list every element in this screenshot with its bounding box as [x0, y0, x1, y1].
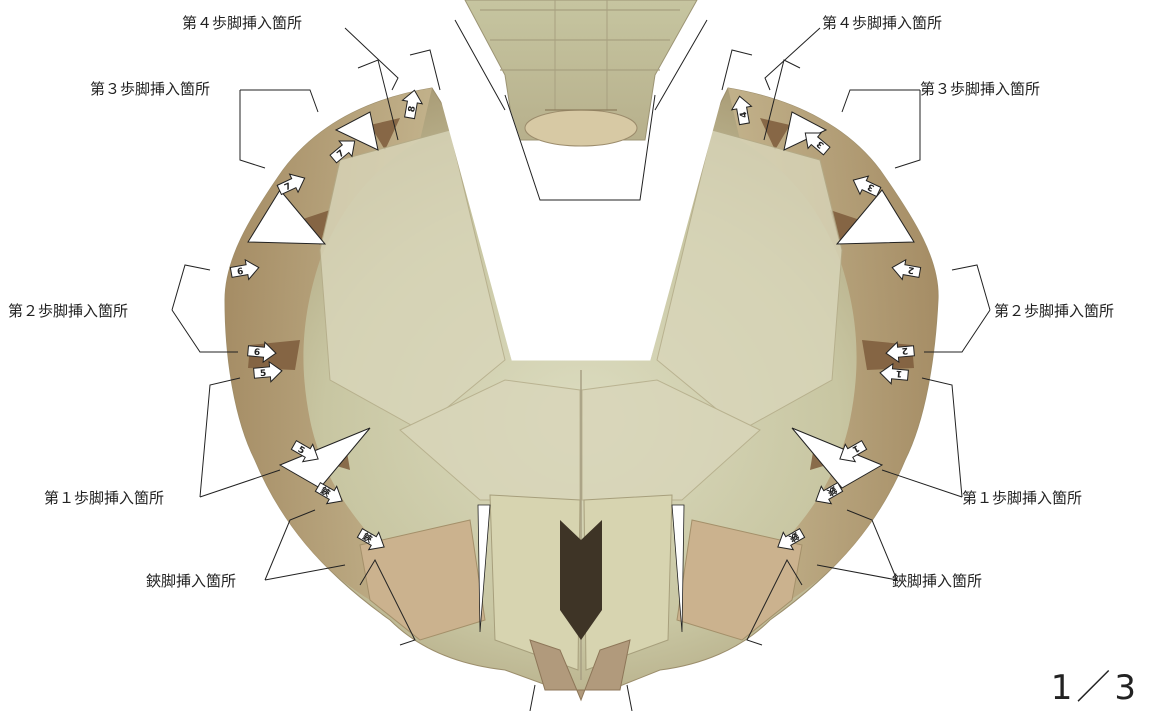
callout-leg1-left: 第１歩脚挿入箇所	[44, 489, 164, 507]
callout-claw-right: 鋏脚挿入箇所	[892, 572, 982, 590]
callout-leg4-left: 第４歩脚挿入箇所	[182, 14, 302, 32]
callout-leg3-left: 第３歩脚挿入箇所	[90, 80, 210, 98]
left-arrow-label: 6	[253, 348, 260, 359]
page-number: 1／3	[1051, 660, 1140, 709]
callout-leg2-left: 第２歩脚挿入箇所	[8, 302, 128, 320]
right-arrow-label: 2	[901, 345, 908, 356]
callout-claw-left: 鋏脚挿入箇所	[146, 572, 236, 590]
right-arrow-label: 1	[896, 368, 903, 379]
callout-leg2-right: 第２歩脚挿入箇所	[994, 302, 1114, 320]
callout-leg4-right: 第４歩脚挿入箇所	[822, 14, 942, 32]
callout-leg3-right: 第３歩脚挿入箇所	[920, 80, 1040, 98]
left-arrow-label: 5	[260, 369, 267, 380]
callout-leg1-right: 第１歩脚挿入箇所	[962, 489, 1082, 507]
